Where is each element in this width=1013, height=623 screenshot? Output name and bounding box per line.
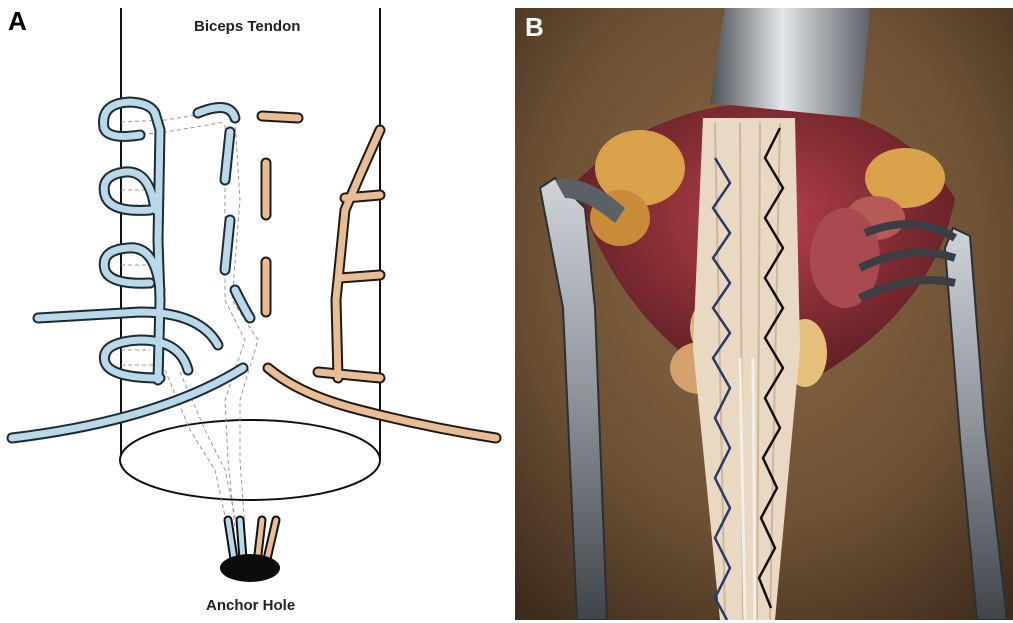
biceps-tendon-label: Biceps Tendon <box>194 18 300 35</box>
tendon-diagram <box>0 0 510 623</box>
anchor-hole-label: Anchor Hole <box>206 597 295 614</box>
panel-a-diagram: A Biceps Tendon Anchor Hole <box>0 0 510 623</box>
left-suture <box>12 102 250 438</box>
panel-b-photo: B <box>515 8 1013 620</box>
top-retractor <box>710 8 870 118</box>
panel-a-letter: A <box>8 6 27 37</box>
panel-b-letter: B <box>525 12 544 43</box>
surgical-photo <box>515 8 1013 620</box>
anchor-hole <box>220 554 280 582</box>
tendon-end-ellipse <box>120 420 380 500</box>
middle-suture <box>262 116 298 312</box>
right-suture <box>268 130 496 438</box>
